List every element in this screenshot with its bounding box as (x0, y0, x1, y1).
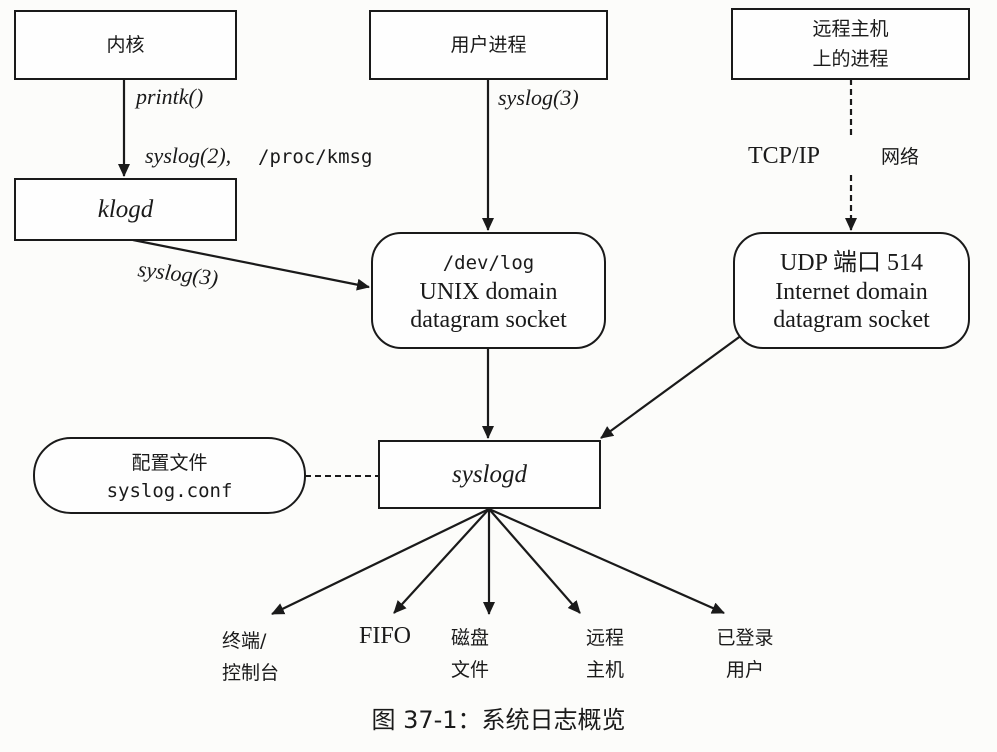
edge-klogd-devlog (132, 238, 370, 291)
target-remote-line1: 远程 (585, 627, 624, 649)
node-udp-port: UDP 端口 514 (779, 249, 924, 276)
edge-syslogd-users (488, 507, 725, 615)
target-terminal-console: 终端/ 控制台 (222, 625, 312, 689)
node-remote-process-line1: 远程主机 (812, 18, 889, 40)
node-kernel: 内核 (14, 10, 237, 80)
target-fifo: FIFO (340, 620, 430, 652)
node-remote-process-line2: 上的进程 (812, 48, 889, 70)
node-config-file-label: 配置文件 (131, 451, 208, 474)
node-udp-domain: Internet domain (775, 278, 928, 305)
edge-syslogd-fifo (393, 508, 490, 614)
node-user-process: 用户进程 (369, 10, 608, 80)
target-terminal-line2: 控制台 (222, 662, 280, 684)
edge-label-network: 网络 (881, 146, 920, 168)
node-user-process-label: 用户进程 (450, 34, 527, 56)
edge-label-printk: printk() (136, 84, 204, 109)
node-config-file-name: syslog.conf (106, 479, 233, 502)
target-disk-line1: 磁盘 (450, 627, 489, 649)
target-disk-file: 磁盘 文件 (440, 622, 500, 686)
node-config-file: 配置文件 syslog.conf (33, 437, 306, 514)
node-syslogd-label: syslogd (452, 460, 527, 488)
node-udp-socket: UDP 端口 514 Internet domain datagram sock… (733, 232, 970, 349)
target-remote-host: 远程 主机 (575, 622, 635, 686)
target-logged-in-users: 已登录 用户 (700, 622, 790, 686)
node-klogd-label: klogd (97, 195, 154, 223)
node-dev-log-path: /dev/log (442, 251, 535, 274)
node-dev-log-socket: /dev/log UNIX domain datagram socket (371, 232, 606, 349)
target-users-line1: 已登录 (716, 627, 774, 649)
node-remote-process: 远程主机 上的进程 (731, 8, 970, 80)
node-klogd: klogd (14, 178, 237, 241)
node-udp-type: datagram socket (773, 306, 930, 333)
target-remote-line2: 主机 (585, 659, 624, 681)
node-dev-log-domain: UNIX domain (419, 278, 558, 305)
target-fifo-line1: FIFO (358, 623, 412, 649)
edge-label-proc-kmsg: /proc/kmsg (258, 146, 373, 168)
target-disk-line2: 文件 (450, 659, 489, 681)
target-users-line2: 用户 (725, 659, 764, 681)
target-terminal-line1: 终端/ (222, 630, 267, 652)
node-kernel-label: 内核 (106, 34, 145, 56)
edge-label-tcpip: TCP/IP (748, 143, 821, 169)
node-dev-log-type: datagram socket (410, 306, 567, 333)
edge-syslogd-remote (488, 508, 581, 614)
edge-syslogd-terminal (271, 508, 490, 615)
figure-caption: 图 37-1：系统日志概览 (371, 706, 626, 734)
node-syslogd: syslogd (378, 440, 601, 509)
edge-label-user-syslog3: syslog(3) (498, 85, 579, 110)
edge-label-syslog2: syslog(2), (145, 143, 232, 168)
edge-udp-syslogd (600, 334, 743, 439)
